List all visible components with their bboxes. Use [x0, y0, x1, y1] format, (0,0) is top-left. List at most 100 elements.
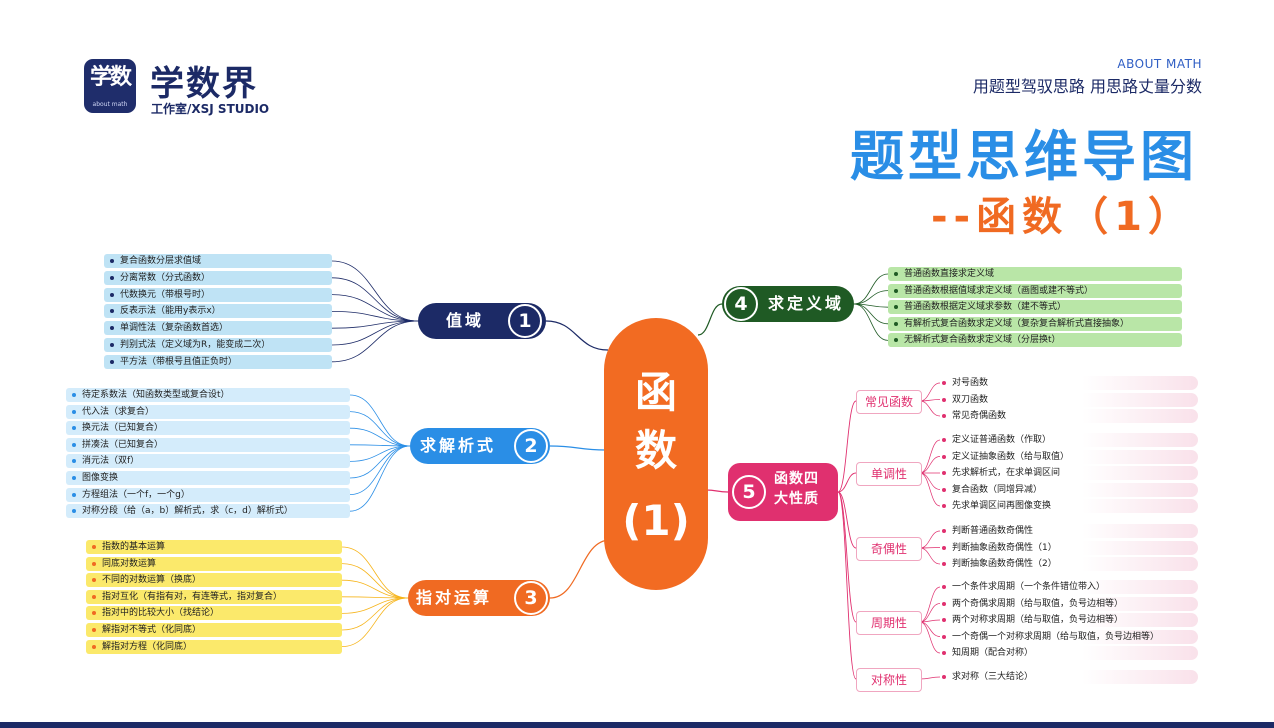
bullet-icon — [92, 628, 96, 632]
branch-1-number: 1 — [508, 304, 542, 338]
connector — [341, 597, 409, 647]
property-3-leaf: 两个对称求周期（给与取值，负号边相等） — [940, 613, 1198, 627]
bullet-icon — [942, 529, 946, 533]
b1-leaf-text: 平方法（带根号且值正负时） — [120, 356, 238, 367]
bullet-icon — [110, 309, 114, 314]
property-3-leaf-text: 一个奇偶一个对称求周期（给与取值，负号边相等） — [952, 631, 1160, 642]
branch-3-node: 指对运算 3 — [408, 580, 550, 616]
slogan: 用题型驾驭思路 用思路丈量分数 — [972, 77, 1202, 96]
property-2-label: 奇偶性 — [856, 537, 922, 561]
property-4-label: 对称性 — [856, 668, 922, 692]
bullet-icon — [942, 438, 946, 442]
bottom-bar — [0, 722, 1274, 728]
b4-leaf-text: 有解析式复合函数求定义域（复杂复合解析式直接抽象） — [904, 318, 1130, 329]
b1-leaf-text: 分离常数（分式函数） — [120, 272, 211, 283]
connector — [331, 277, 419, 322]
connector — [549, 445, 607, 451]
bullet-icon — [72, 409, 76, 414]
connector — [919, 603, 941, 623]
b4-leaf-text: 无解析式复合函数求定义域（分层换t） — [904, 335, 1061, 346]
bullet-icon — [110, 326, 114, 331]
connector — [341, 546, 409, 599]
page-subtitle: --函数（1） — [930, 194, 1194, 240]
b1-leaf: 复合函数分层求值域 — [104, 254, 332, 268]
connector — [331, 294, 419, 322]
bullet-icon — [72, 459, 76, 464]
b1-leaf: 判别式法（定义域为R，能变成二次） — [104, 338, 332, 352]
bullet-icon — [942, 634, 946, 639]
bullet-icon — [92, 644, 96, 649]
connector — [331, 260, 419, 322]
property-0-leaf-text: 双刀函数 — [952, 394, 989, 405]
bullet-icon — [110, 259, 114, 263]
branch-3-label: 指对运算 — [416, 588, 493, 607]
property-3-leaf-text: 两个奇偶求周期（给与取值，负号边相等） — [952, 598, 1124, 609]
connector — [919, 621, 941, 654]
property-1-leaf-text: 复合函数（同增异减） — [952, 484, 1043, 495]
b2-leaf: 图像变换 — [66, 471, 350, 485]
center-node: 函 数 (1) — [604, 318, 708, 590]
property-3-leaf: 一个奇偶一个对称求周期（给与取值，负号边相等） — [940, 629, 1198, 644]
b3-leaf-text: 不同的对数运算（换底） — [102, 575, 202, 586]
branch-2-node: 求解析式 2 — [410, 428, 550, 464]
connector — [919, 621, 941, 637]
bullet-icon — [894, 288, 898, 293]
b2-leaf: 代入法（求复合） — [66, 404, 350, 419]
b3-leaf: 不同的对数运算（换底） — [86, 573, 342, 588]
b2-leaf: 方程组法（一个f，一个g） — [66, 487, 350, 502]
property-0-leaf: 对号函数 — [940, 376, 1198, 390]
branch-2-number: 2 — [514, 429, 548, 463]
property-2-leaf-text: 判断抽象函数奇偶性（1） — [952, 542, 1057, 553]
branch-5-label-1: 函数四 — [774, 471, 819, 487]
bullet-icon — [942, 414, 946, 418]
b3-leaf-text: 解指对不等式（化同底） — [102, 625, 202, 635]
b4-leaf-text: 普通函数直接求定义域 — [904, 269, 995, 279]
center-line-3: (1) — [622, 496, 690, 545]
connector — [919, 439, 941, 474]
b1-leaf: 平方法（带根号且值正负时） — [104, 354, 332, 369]
b2-leaf-text: 换元法（已知复合） — [82, 423, 164, 434]
bullet-icon — [72, 476, 76, 480]
branch-2-label: 求解析式 — [420, 436, 497, 455]
connector — [919, 472, 941, 507]
b3-leaf-text: 同底对数运算 — [102, 558, 157, 569]
b1-leaf-text: 单调性法（复杂函数首选） — [120, 323, 229, 334]
property-0-leaf: 双刀函数 — [940, 392, 1198, 407]
logo-glyph: 学数 — [89, 65, 132, 90]
connector — [919, 382, 941, 402]
property-4-leaf-text: 求对称（三大结论） — [952, 672, 1034, 682]
bullet-icon — [72, 442, 76, 447]
connector — [919, 530, 941, 549]
connector — [837, 472, 857, 493]
bullet-icon — [92, 578, 96, 583]
logo-sub: about math — [92, 101, 128, 108]
property-1-leaf-text: 先求单调区间再图像变换 — [952, 501, 1052, 511]
connector — [837, 491, 857, 680]
connector — [853, 303, 889, 341]
b4-leaf-text: 普通函数根据定义域求参数（建不等式） — [904, 302, 1067, 313]
branch-5-label-2: 大性质 — [774, 491, 819, 507]
connector — [349, 427, 411, 447]
property-2-leaf-text: 判断抽象函数奇偶性（2） — [952, 559, 1057, 569]
b1-leaf: 代数换元（带根号时） — [104, 287, 332, 302]
connector — [331, 311, 419, 322]
branch-3-number: 3 — [514, 581, 548, 615]
bullet-icon — [942, 397, 946, 402]
bullet-icon — [894, 305, 898, 310]
bullet-icon — [72, 509, 76, 514]
bullet-icon — [92, 611, 96, 616]
connector — [919, 586, 941, 623]
b1-leaf: 分离常数（分式函数） — [104, 270, 332, 285]
connector — [837, 491, 857, 549]
bullet-icon — [942, 504, 946, 508]
b2-leaf: 拼凑法（已知复合） — [66, 437, 350, 452]
brand-logo: 学数 about math — [84, 59, 136, 113]
bullet-icon — [72, 426, 76, 431]
property-2-leaf: 判断普通函数奇偶性 — [940, 524, 1198, 538]
bullet-icon — [942, 545, 946, 550]
b3-leaf: 解指对方程（化同底） — [86, 639, 342, 654]
bullet-icon — [110, 359, 114, 364]
bullet-icon — [92, 545, 96, 549]
connector — [919, 400, 941, 417]
